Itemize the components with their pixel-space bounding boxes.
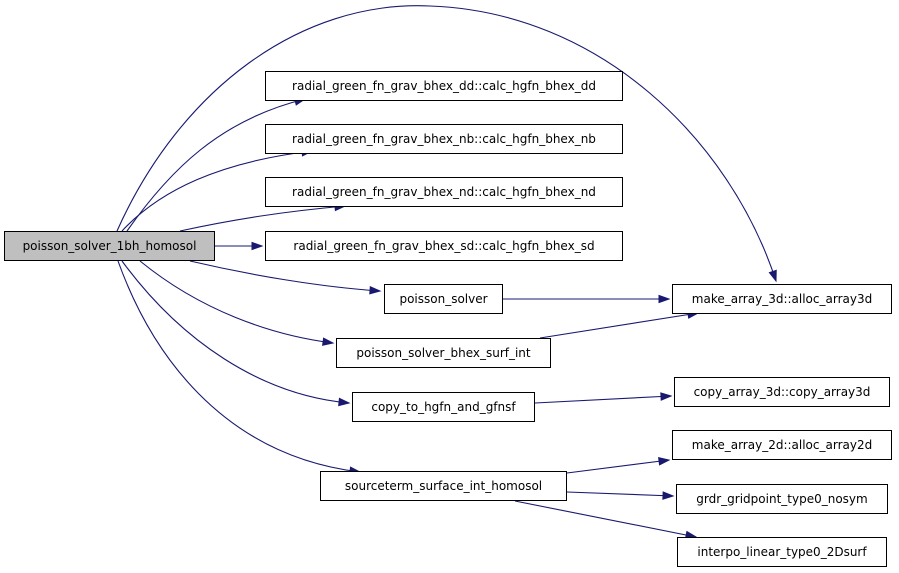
- node-calc-hgfn-bhex-nb[interactable]: radial_green_fn_grav_bhex_nb::calc_hgfn_…: [265, 124, 623, 154]
- node-poisson-solver-1bh-homosol: poisson_solver_1bh_homosol: [4, 231, 215, 261]
- edge-root-a3d: [116, 5, 777, 282]
- node-calc-hgfn-bhex-dd[interactable]: radial_green_fn_grav_bhex_dd::calc_hgfn_…: [265, 71, 623, 101]
- edge-sti-a2d: [566, 459, 670, 474]
- node-copy-to-hgfn-and-gfnsf[interactable]: copy_to_hgfn_and_gfnsf: [352, 392, 535, 422]
- arrowhead-root-cth: [338, 397, 351, 407]
- edge-sti-grdr: [566, 491, 674, 497]
- edge-root-nd: [179, 205, 346, 232]
- edge-sti-interp: [514, 500, 697, 538]
- edge-root-cth: [121, 260, 350, 404]
- arrowhead-sti-a2d: [658, 457, 671, 466]
- node-grdr-gridpoint-type0-nosym[interactable]: grdr_gridpoint_type0_nosym: [676, 484, 888, 514]
- arrowhead-sti-grdr: [662, 491, 675, 500]
- node-sourceterm-surface-int-homosol[interactable]: sourceterm_surface_int_homosol: [320, 471, 567, 501]
- node-calc-hgfn-bhex-nd[interactable]: radial_green_fn_grav_bhex_nd::calc_hgfn_…: [265, 177, 623, 207]
- edge-root-ps: [189, 260, 381, 292]
- edge-root-nb: [121, 150, 313, 232]
- node-interpo-linear-type0-2dsurf[interactable]: interpo_linear_type0_2Dsurf: [677, 537, 887, 567]
- edge-root-sti: [117, 260, 361, 473]
- arrowhead-root-sd: [251, 241, 264, 251]
- arrowhead-root-a3d: [768, 269, 777, 283]
- node-alloc-array3d[interactable]: make_array_3d::alloc_array3d: [672, 284, 892, 314]
- edge-root-dd: [126, 98, 306, 232]
- node-alloc-array2d[interactable]: make_array_2d::alloc_array2d: [672, 430, 892, 460]
- arrowhead-ps-a3d: [658, 294, 671, 304]
- edge-cth-c3d: [534, 395, 672, 404]
- edge-root-psb: [139, 260, 334, 344]
- node-poisson-solver[interactable]: poisson_solver: [384, 284, 503, 314]
- arrowhead-root-ps: [369, 285, 382, 295]
- arrowhead-cth-c3d: [660, 392, 673, 401]
- node-copy-array3d[interactable]: copy_array_3d::copy_array3d: [674, 377, 890, 407]
- edge-psb-a3d: [539, 312, 699, 339]
- arrowhead-root-psb: [322, 337, 335, 346]
- node-calc-hgfn-bhex-sd[interactable]: radial_green_fn_grav_bhex_sd::calc_hgfn_…: [265, 231, 623, 261]
- node-poisson-solver-bhex-surf-int[interactable]: poisson_solver_bhex_surf_int: [336, 338, 551, 368]
